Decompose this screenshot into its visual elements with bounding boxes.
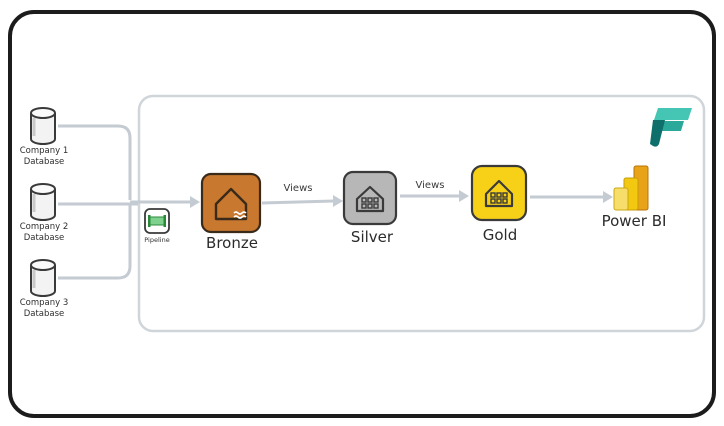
- wire-company-3: [58, 204, 132, 280]
- gold-label: Gold: [482, 226, 518, 244]
- edge-label-silver-gold: Views: [415, 180, 445, 191]
- platform-container: [137, 94, 706, 333]
- wire-bronze-silver: [261, 199, 335, 205]
- source-name: Company 2: [19, 222, 69, 232]
- powerbi-icon[interactable]: [612, 164, 654, 212]
- warehouse-icon[interactable]: [470, 164, 528, 222]
- source-label-company-1: Company 1 Database: [12, 146, 76, 168]
- source-type: Database: [23, 309, 65, 319]
- database-icon: [30, 183, 56, 221]
- arrow-head-bronze: [190, 196, 200, 208]
- edge-label-bronze-silver: Views: [283, 183, 313, 194]
- bronze-label: Bronze: [206, 234, 258, 252]
- arrow-head-powerbi: [603, 191, 613, 203]
- wire-company-1: [58, 124, 132, 200]
- arrow-head-silver: [333, 195, 343, 207]
- source-name: Company 1: [19, 146, 69, 156]
- source-name: Company 3: [19, 298, 69, 308]
- pipeline-icon: [144, 208, 170, 234]
- powerbi-label: Power BI: [601, 212, 667, 230]
- source-label-company-3: Company 3 Database: [12, 298, 76, 320]
- source-type: Database: [23, 233, 65, 243]
- source-label-company-2: Company 2 Database: [12, 222, 76, 244]
- warehouse-icon[interactable]: [342, 170, 398, 226]
- lakehouse-icon[interactable]: [200, 172, 262, 234]
- database-icon: [30, 259, 56, 297]
- database-icon: [30, 107, 56, 145]
- arrow-head-gold: [459, 190, 469, 202]
- fabric-logo-icon: [650, 108, 692, 147]
- source-type: Database: [23, 157, 65, 167]
- pipeline-label: Pipeline: [144, 236, 170, 244]
- silver-label: Silver: [350, 228, 394, 246]
